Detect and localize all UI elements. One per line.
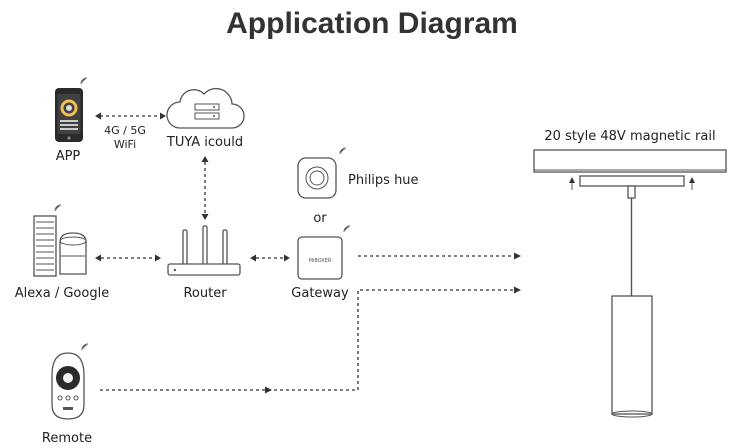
magnetic-rail-icon bbox=[533, 149, 727, 190]
gateway-label: Gateway bbox=[291, 286, 349, 301]
remote-label: Remote bbox=[42, 431, 92, 446]
pendant-lamp-icon bbox=[611, 185, 653, 418]
rail-label: 20 style 48V magnetic rail bbox=[544, 129, 715, 144]
wifi-signal-icon bbox=[54, 204, 62, 212]
philips-hue-bridge-icon bbox=[297, 157, 337, 199]
wifi-signal-icon bbox=[81, 343, 89, 351]
smart-speaker-icon bbox=[33, 215, 87, 277]
alexa-router-link bbox=[95, 254, 161, 262]
router-gateway-link bbox=[250, 254, 290, 262]
diagram-title: Application Diagram bbox=[226, 7, 518, 40]
remote-control-icon bbox=[51, 352, 85, 420]
wifi-signal-icon bbox=[343, 225, 351, 233]
cloud-router-link bbox=[201, 156, 209, 220]
wifi-signal-icon bbox=[339, 147, 347, 155]
cloud-server-icon bbox=[166, 87, 245, 129]
cloud-label: TUYA icould bbox=[166, 135, 243, 150]
or-label: or bbox=[313, 211, 327, 226]
gateway-lamp-link bbox=[358, 252, 521, 260]
philips-label: Philips hue bbox=[348, 173, 419, 188]
link-wifi-label: WiFi bbox=[114, 138, 136, 151]
phone-icon bbox=[55, 88, 83, 142]
remote-lamp-link bbox=[100, 286, 521, 394]
router-icon bbox=[167, 225, 241, 276]
wifi-signal-icon bbox=[80, 77, 88, 85]
router-label: Router bbox=[183, 286, 227, 301]
app-cloud-link bbox=[95, 112, 166, 120]
app-label: APP bbox=[56, 149, 81, 164]
svg-text:MiBOXER: MiBOXER bbox=[309, 258, 332, 264]
alexa-label: Alexa / Google bbox=[15, 286, 109, 301]
link-network-label: 4G / 5G bbox=[104, 124, 146, 137]
gateway-icon: MiBOXER bbox=[297, 236, 343, 280]
